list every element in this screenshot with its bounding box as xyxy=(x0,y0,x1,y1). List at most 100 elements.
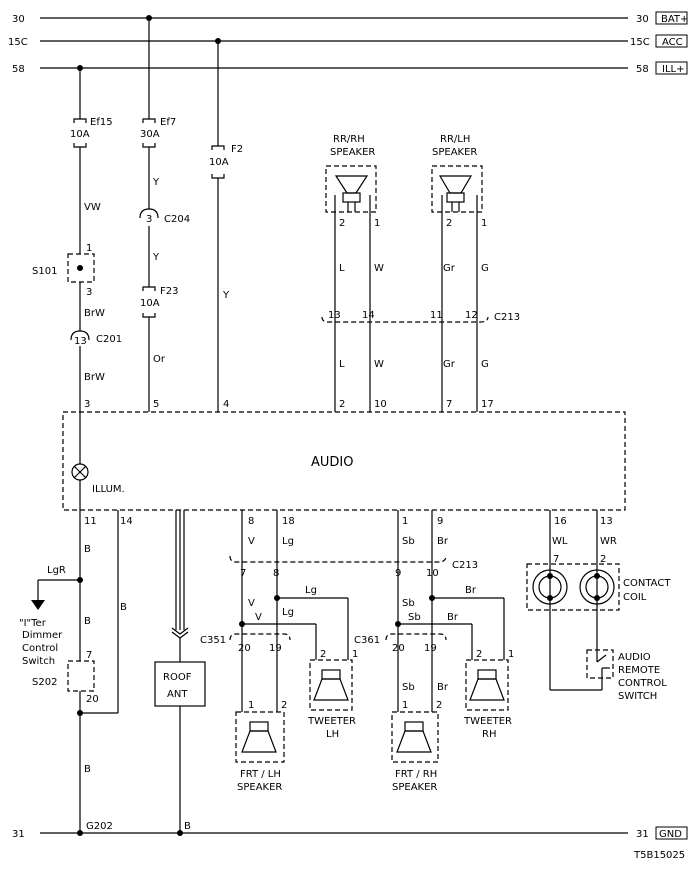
wire-color-brw-1: BrW xyxy=(84,308,105,319)
pin-label: 8 xyxy=(248,516,254,527)
rail-bat-tag: BAT+ xyxy=(661,14,688,25)
pin-label: 1 xyxy=(402,700,408,711)
frt-lh-speaker-label: FRT / LH xyxy=(240,769,281,780)
rail-30-label-right: 30 xyxy=(636,14,649,25)
pin-label: 2 xyxy=(339,399,345,410)
remote-switch-label: REMOTE xyxy=(618,665,660,676)
power-rails: 30 30 BAT+ 15C 15C ACC 58 58 ILL+ 31 31 … xyxy=(8,11,688,840)
connector-c201-symbol xyxy=(70,330,90,341)
wire-color-label: B xyxy=(84,764,91,775)
connector-c213-top-symbol xyxy=(321,316,489,323)
wire-color-label: W xyxy=(374,359,384,370)
wire-color-label: V xyxy=(255,612,262,623)
rail-15c-label-right: 15C xyxy=(630,37,650,48)
rr-lh-speaker-box xyxy=(431,165,483,213)
fuse-f2-rating: 10A xyxy=(209,157,229,168)
rr-rh-speaker-label: RR/RH xyxy=(333,134,365,145)
frt-rh-speaker-box xyxy=(391,711,439,763)
pin-label: 10 xyxy=(374,399,387,410)
pin-label: 19 xyxy=(424,643,437,654)
fuse-ef15-rating: 10A xyxy=(70,129,90,140)
rail-gnd-tag: GND xyxy=(659,829,682,840)
connector-c351-label: C351 xyxy=(200,635,226,646)
connector-c351-symbol xyxy=(229,633,291,641)
illumination-label: ILLUM. xyxy=(92,484,125,495)
fuse-ef7-symbol xyxy=(142,118,156,123)
rr-lh-speaker-label: RR/LH xyxy=(440,134,470,145)
tweeter-lh-box xyxy=(309,659,353,711)
fuse-f23-rating: 10A xyxy=(140,298,160,309)
pin-label: 2 xyxy=(600,554,606,565)
dimmer-switch-label: "I"Ter xyxy=(19,618,47,629)
remote-switch-box xyxy=(586,649,614,679)
illumination-circuit: Ef15 10A VW 1 3 S101 BrW 13 C201 BrW 3 I… xyxy=(32,68,125,510)
pin-label: 1 xyxy=(86,243,92,254)
pin-label: 11 xyxy=(84,516,97,527)
remote-control-circuit: 16 13 WL WR 7 2 CONTACT COIL AUDIO REMOT… xyxy=(526,510,671,702)
pin-label: 3 xyxy=(146,214,152,225)
pin-label: 10 xyxy=(426,568,439,579)
pin-label: 2 xyxy=(281,700,287,711)
dimmer-switch-label: Switch xyxy=(22,656,55,667)
wire-color-label: B xyxy=(84,544,91,555)
pin-label: 13 xyxy=(600,516,613,527)
fuse-ef15-symbol xyxy=(73,118,87,123)
ground-g202-label: G202 xyxy=(86,821,113,832)
wire-color-label: B xyxy=(84,616,91,627)
frt-rh-speaker-icon xyxy=(396,721,432,753)
pin-label: 4 xyxy=(223,399,229,410)
pin-label: 2 xyxy=(436,700,442,711)
wire-color-label: Lg xyxy=(282,536,294,547)
contact-coil-icon xyxy=(532,569,615,605)
pin-label: 9 xyxy=(437,516,443,527)
frt-rh-speaker-label: FRT / RH xyxy=(395,769,437,780)
wire-color-label: Sb xyxy=(408,612,421,623)
pin-label: 2 xyxy=(320,649,326,660)
contact-coil-box xyxy=(526,563,620,611)
pin-label: 2 xyxy=(446,218,452,229)
pin-label: 19 xyxy=(269,643,282,654)
pin-label: 1 xyxy=(248,700,254,711)
remote-switch-label: CONTROL xyxy=(618,678,667,689)
wire-color-label: Br xyxy=(437,536,449,547)
rr-rh-speaker-box xyxy=(325,165,377,213)
pin-label: 7 xyxy=(446,399,452,410)
pin-label: 1 xyxy=(481,218,487,229)
wire-color-label: WR xyxy=(600,536,617,547)
wire-color-label: L xyxy=(339,263,345,274)
fuse-f2-symbol xyxy=(211,145,225,150)
pin-label: 20 xyxy=(238,643,251,654)
dimmer-switch-label: Dimmer xyxy=(22,630,63,641)
wire-color-label: Gr xyxy=(443,263,456,274)
connector-c213-bottom-symbol xyxy=(229,555,447,563)
wire-color-label: Br xyxy=(437,682,449,693)
accessory-feed-circuit: F2 10A Y 4 xyxy=(209,41,243,412)
wire-color-label: Sb xyxy=(402,682,415,693)
pin-label: 7 xyxy=(240,568,246,579)
connector-c204-symbol xyxy=(139,208,159,219)
pin-label: 20 xyxy=(392,643,405,654)
wire-color-label: Sb xyxy=(402,598,415,609)
fuse-ef7-name: Ef7 xyxy=(160,117,176,128)
rail-58-label-right: 58 xyxy=(636,64,649,75)
splice-s101-box xyxy=(67,253,95,283)
connector-c361-symbol xyxy=(385,633,447,641)
rail-ill-tag: ILL+ xyxy=(662,64,684,75)
wire-color-label: L xyxy=(339,359,345,370)
fuse-ef15-name: Ef15 xyxy=(90,117,113,128)
rail-58-label-left: 58 xyxy=(12,64,25,75)
pin-label: 3 xyxy=(84,399,90,410)
pin-label: 1 xyxy=(352,649,358,660)
fuse-ef7-rating: 30A xyxy=(140,129,160,140)
wire-color-label: W xyxy=(374,263,384,274)
tweeter-lh-label: TWEETER xyxy=(307,716,356,727)
pin-label: 13 xyxy=(328,310,341,321)
connector-c213-top-label: C213 xyxy=(494,312,520,323)
pin-label: 3 xyxy=(86,287,92,298)
wire-color-label: LgR xyxy=(47,565,66,576)
frt-lh-speaker-icon xyxy=(241,721,277,753)
dimmer-switch-label: Control xyxy=(22,643,58,654)
pin-label: 14 xyxy=(120,516,133,527)
audio-unit: AUDIO xyxy=(62,411,626,511)
rail-30-label-left: 30 xyxy=(12,14,25,25)
